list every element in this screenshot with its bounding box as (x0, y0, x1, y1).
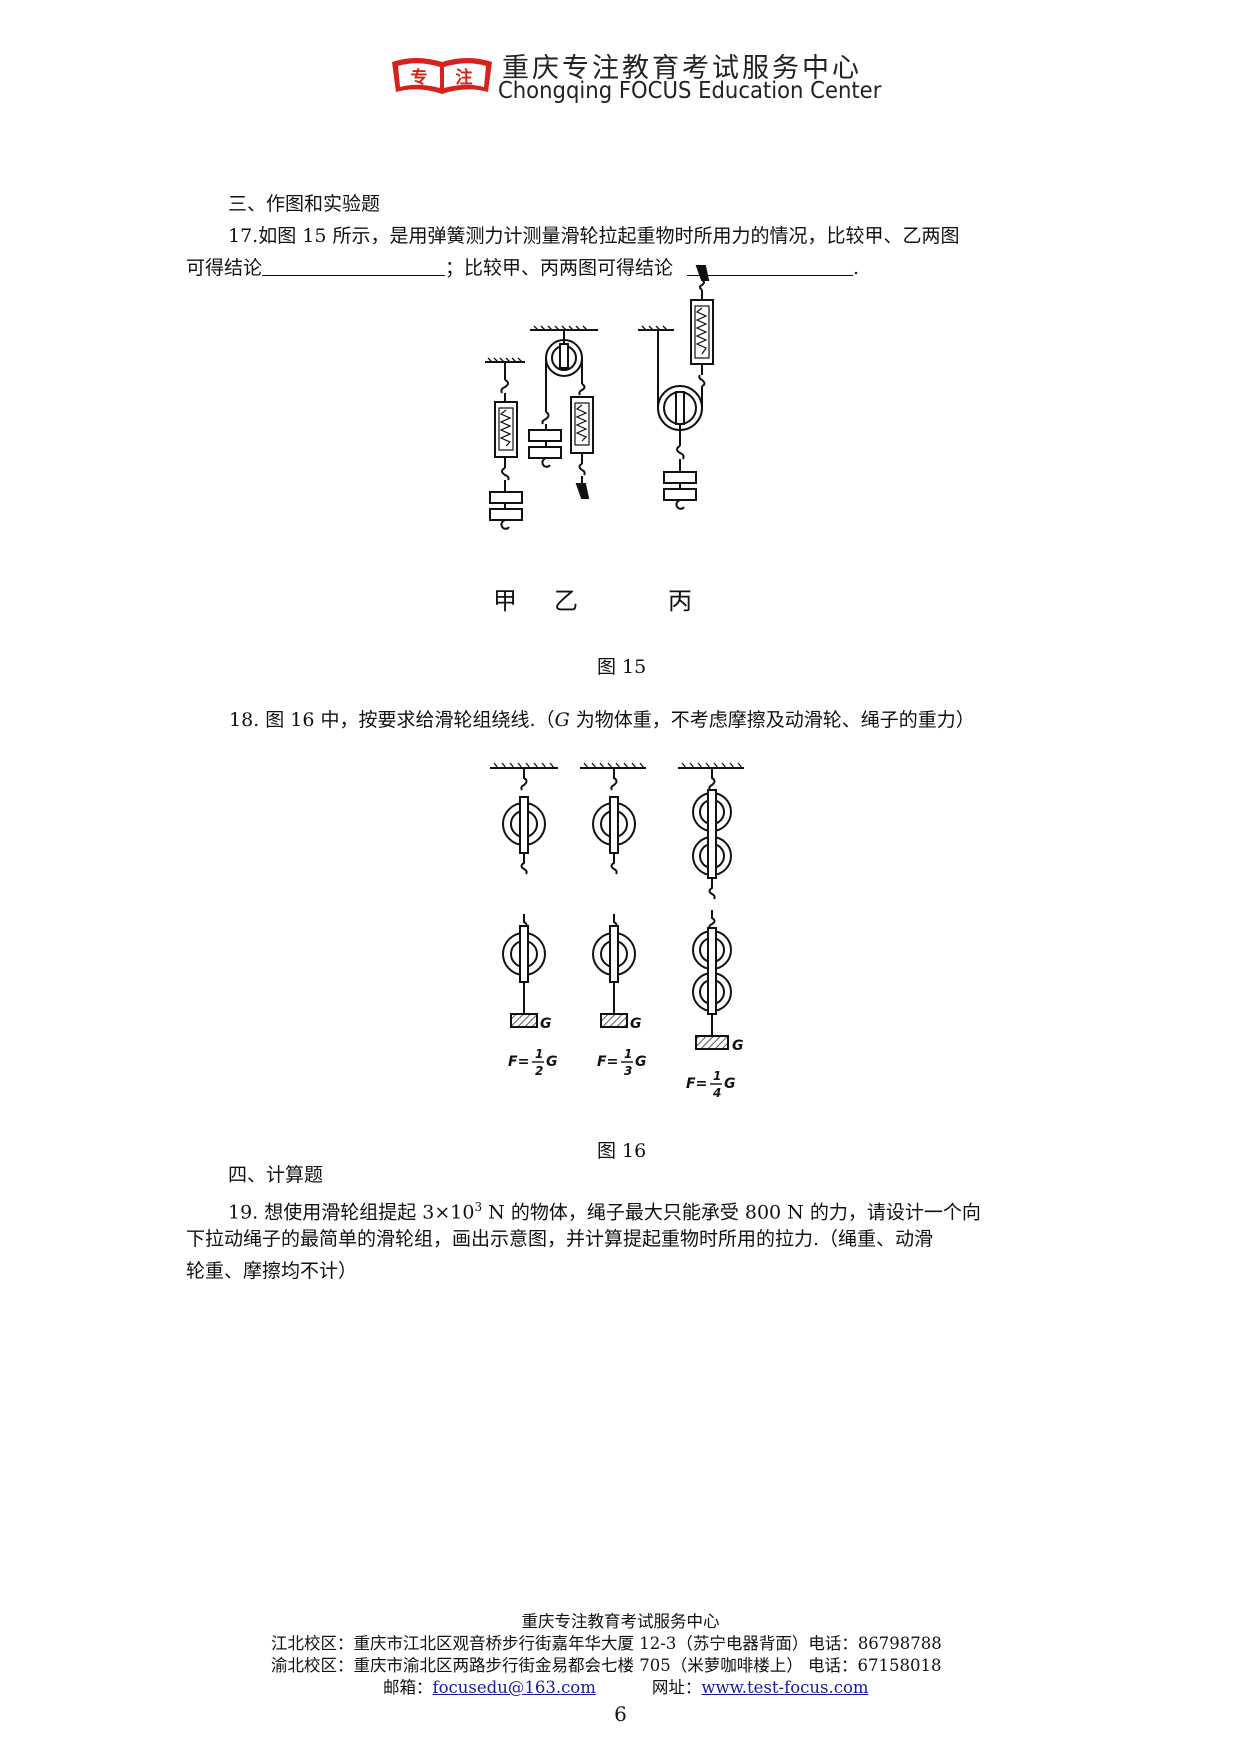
question-19-line1: 19. 想使用滑轮组提起 3×103 N 的物体，绳子最大只能承受 800 N … (228, 1200, 981, 1224)
svg-text:F=: F= (686, 1076, 707, 1092)
svg-text:1: 1 (713, 1069, 721, 1083)
footer-org: 重庆专注教育考试服务中心 (521, 1612, 720, 1631)
svg-text:注: 注 (456, 67, 473, 88)
question-17-line2: 可得结论；比较甲、丙两图可得结论. (186, 253, 859, 283)
answer-blank-1[interactable] (262, 253, 446, 276)
section-title-3: 三、作图和实验题 (228, 193, 381, 215)
svg-text:G: G (724, 1076, 736, 1092)
fig15-setup-bing (638, 265, 714, 510)
fig15-label-yi: 乙 (554, 587, 578, 615)
weight-label-1: G (540, 1016, 552, 1032)
weight-label-2: G (630, 1016, 642, 1032)
question-19-line2: 下拉动绳子的最简单的滑轮组，画出示意图，并计算提起重物时所用的拉力.（绳重、动滑 (186, 1228, 934, 1250)
fig15-caption: 图 15 (597, 656, 647, 678)
svg-text:3: 3 (624, 1064, 632, 1078)
section-title-4: 四、计算题 (228, 1164, 324, 1186)
fig16-caption: 图 16 (597, 1140, 647, 1162)
formula-2: F= 1 3 G (597, 1047, 647, 1078)
svg-text:2: 2 (535, 1064, 543, 1078)
formula-3: F= 1 4 G (686, 1069, 736, 1100)
fig16-setup-2: G (580, 762, 646, 1032)
svg-text:G: G (635, 1054, 647, 1070)
answer-blank-2[interactable] (687, 253, 854, 276)
figure-16: G G (480, 760, 800, 1100)
fig15-label-jia: 甲 (493, 587, 517, 615)
svg-text:4: 4 (712, 1086, 721, 1100)
weight-label-3: G (732, 1038, 744, 1054)
page-number: 6 (614, 1702, 627, 1726)
question-17-line1: 17.如图 15 所示，是用弹簧测力计测量滑轮拉起重物时所用力的情况，比较甲、乙… (228, 225, 960, 247)
footer-campus-1: 江北校区：重庆市江北区观音桥步行街嘉年华大厦 12-3（苏宁电器背面）电话：86… (271, 1634, 942, 1653)
org-name-en: Chongqing FOCUS Education Center (498, 78, 882, 104)
fig16-setup-1: G (490, 762, 558, 1032)
svg-text:G: G (546, 1054, 558, 1070)
fig16-setup-3: G (678, 762, 744, 1054)
org-name-cn: 重庆专注教育考试服务中心 (502, 53, 862, 84)
fig15-setup-yi (528, 325, 598, 499)
q17-text-a: 可得结论 (186, 257, 263, 279)
svg-text:专: 专 (411, 67, 428, 88)
svg-text:1: 1 (535, 1047, 543, 1061)
question-18: 18. 图 16 中，按要求给滑轮组绕线.（G 为物体重，不考虑摩擦及动滑轮、绳… (229, 709, 975, 731)
formula-1: F= 1 2 G (508, 1047, 558, 1078)
email-link[interactable]: focusedu@163.com (432, 1678, 596, 1697)
fig15-label-bing: 丙 (668, 587, 692, 615)
figure-15: 甲 乙 丙 (470, 265, 810, 616)
svg-text:F=: F= (508, 1054, 529, 1070)
website-link[interactable]: www.test-focus.com (701, 1678, 869, 1697)
q17-text-b: ；比较甲、丙两图可得结论 (445, 257, 674, 279)
footer-campus-2: 渝北校区：重庆市渝北区两路步行街金易都会七楼 705（米萝咖啡楼上） 电话：67… (271, 1656, 942, 1675)
fig15-setup-jia (485, 357, 525, 530)
question-19-line3: 轮重、摩擦均不计） (186, 1260, 358, 1282)
svg-text:F=: F= (597, 1054, 618, 1070)
svg-text:1: 1 (624, 1047, 632, 1061)
logo: 专 注 (388, 52, 496, 98)
